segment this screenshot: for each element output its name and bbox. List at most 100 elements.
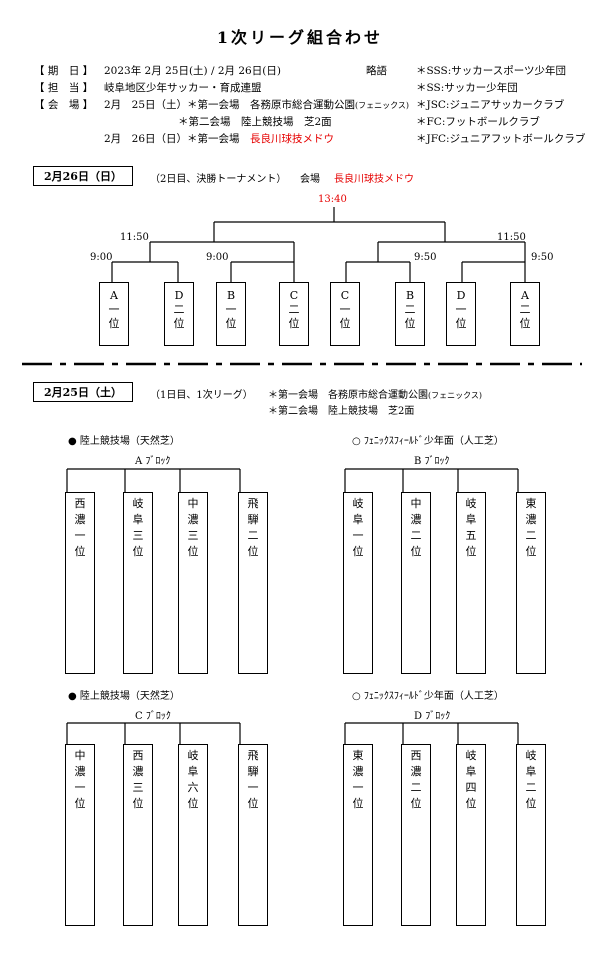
team-char: 位: [352, 797, 364, 810]
slot-char: 二: [288, 303, 300, 316]
slot-char: 位: [108, 317, 120, 330]
team-char: 二: [410, 529, 422, 542]
venue-line2: ＊第二会場 陸上競技場 芝2面: [178, 116, 332, 128]
team-char: 阜: [465, 513, 477, 526]
slot-char: 位: [225, 317, 237, 330]
slot-char: 一: [225, 303, 237, 316]
team-char: 濃: [352, 765, 364, 778]
slot-char: 位: [519, 317, 531, 330]
league-team-slot: 岐阜三位: [123, 492, 153, 674]
day2-venue-label: 会場: [300, 174, 320, 185]
period-value: 2023年 2月 25日(土) / 2月 26日(日): [104, 65, 281, 77]
slot-char: 位: [288, 317, 300, 330]
day2-venue: 長良川球技メドウ: [334, 174, 414, 185]
day1-venue1: ＊第一会場 各務原市総合運動公園(フェニックス): [268, 390, 483, 401]
team-char: 二: [247, 529, 259, 542]
q2-time: 9:00: [206, 252, 229, 263]
team-char: 二: [525, 781, 537, 794]
team-char: 位: [465, 797, 477, 810]
team-char: 位: [525, 797, 537, 810]
league-team-slot: 飛騨二位: [238, 492, 268, 674]
team-char: 位: [132, 797, 144, 810]
team-char: 阜: [352, 513, 364, 526]
team-char: 二: [525, 529, 537, 542]
q1-time: 9:00: [90, 252, 113, 263]
league-team-slot: 西濃一位: [65, 492, 95, 674]
day2-date: 2月26日（日）: [33, 166, 133, 186]
team-char: 西: [74, 497, 86, 510]
league-team-slot: 岐阜六位: [178, 744, 208, 926]
team-char: 一: [247, 781, 259, 794]
team-char: 位: [247, 545, 259, 558]
slot-char: A: [521, 289, 529, 302]
league-team-slot: 岐阜二位: [516, 744, 546, 926]
team-char: 飛: [247, 749, 259, 762]
day2-desc: （2日目、決勝トーナメント）: [150, 174, 287, 185]
slot-char: C: [289, 289, 299, 302]
abbr-item: ＊JFC:ジュニアフットボールクラブ: [416, 133, 586, 145]
league-team-slot: 西濃三位: [123, 744, 153, 926]
team-char: 位: [352, 545, 364, 558]
slot-char: 二: [173, 303, 185, 316]
team-char: 濃: [132, 765, 144, 778]
group-d-block: D ﾌﾞﾛｯｸ: [414, 711, 451, 722]
team-char: 位: [410, 545, 422, 558]
group-c-block: C ﾌﾞﾛｯｸ: [135, 711, 171, 722]
day1-date: 2月25日（土）: [33, 382, 133, 402]
team-char: 濃: [74, 513, 86, 526]
league-team-slot: 西濃二位: [401, 744, 431, 926]
team-char: 岐: [465, 749, 477, 762]
team-char: 東: [525, 497, 537, 510]
team-char: 濃: [74, 765, 86, 778]
team-char: 阜: [465, 765, 477, 778]
team-char: 三: [132, 781, 144, 794]
team-char: 濃: [187, 513, 199, 526]
league-team-slot: 東濃一位: [343, 744, 373, 926]
venue-line1: 2月 25日（土）＊第一会場 各務原市総合運動公園(フェニックス): [104, 99, 410, 111]
slot-char: C: [340, 289, 350, 302]
league-team-slot: 中濃三位: [178, 492, 208, 674]
team-char: 位: [187, 545, 199, 558]
slot-char: 位: [339, 317, 351, 330]
team-char: 三: [132, 529, 144, 542]
slot-char: D: [174, 289, 184, 302]
group-c-venue: ● 陸上競技場（天然芝）: [68, 691, 180, 702]
team-char: 中: [410, 497, 422, 510]
team-char: 五: [465, 529, 477, 542]
slot-char: 一: [455, 303, 467, 316]
league-team-slot: 中濃一位: [65, 744, 95, 926]
league-team-slot: 東濃二位: [516, 492, 546, 674]
team-char: 騨: [247, 513, 259, 526]
semi-right-time: 11:50: [497, 232, 526, 243]
venue-label: 【 会 場 】: [34, 99, 94, 111]
team-char: 岐: [132, 497, 144, 510]
period-label: 【 期 日 】: [34, 65, 94, 77]
group-b-block: B ﾌﾞﾛｯｸ: [414, 456, 450, 467]
slot-char: 位: [173, 317, 185, 330]
team-char: 六: [187, 781, 199, 794]
team-char: 東: [352, 749, 364, 762]
slot-char: A: [110, 289, 118, 302]
slot-char: B: [226, 289, 236, 302]
team-char: 飛: [247, 497, 259, 510]
team-char: 位: [132, 545, 144, 558]
team-char: 濃: [410, 765, 422, 778]
slot-char: D: [456, 289, 466, 302]
league-team-slot: 岐阜一位: [343, 492, 373, 674]
team-char: 岐: [187, 749, 199, 762]
team-char: 位: [74, 797, 86, 810]
team-char: 位: [410, 797, 422, 810]
team-char: 阜: [525, 765, 537, 778]
q4-time: 9:50: [531, 252, 554, 263]
team-char: 四: [465, 781, 477, 794]
team-char: 一: [352, 529, 364, 542]
day1-desc: （1日目、1次リーグ）: [150, 390, 253, 401]
